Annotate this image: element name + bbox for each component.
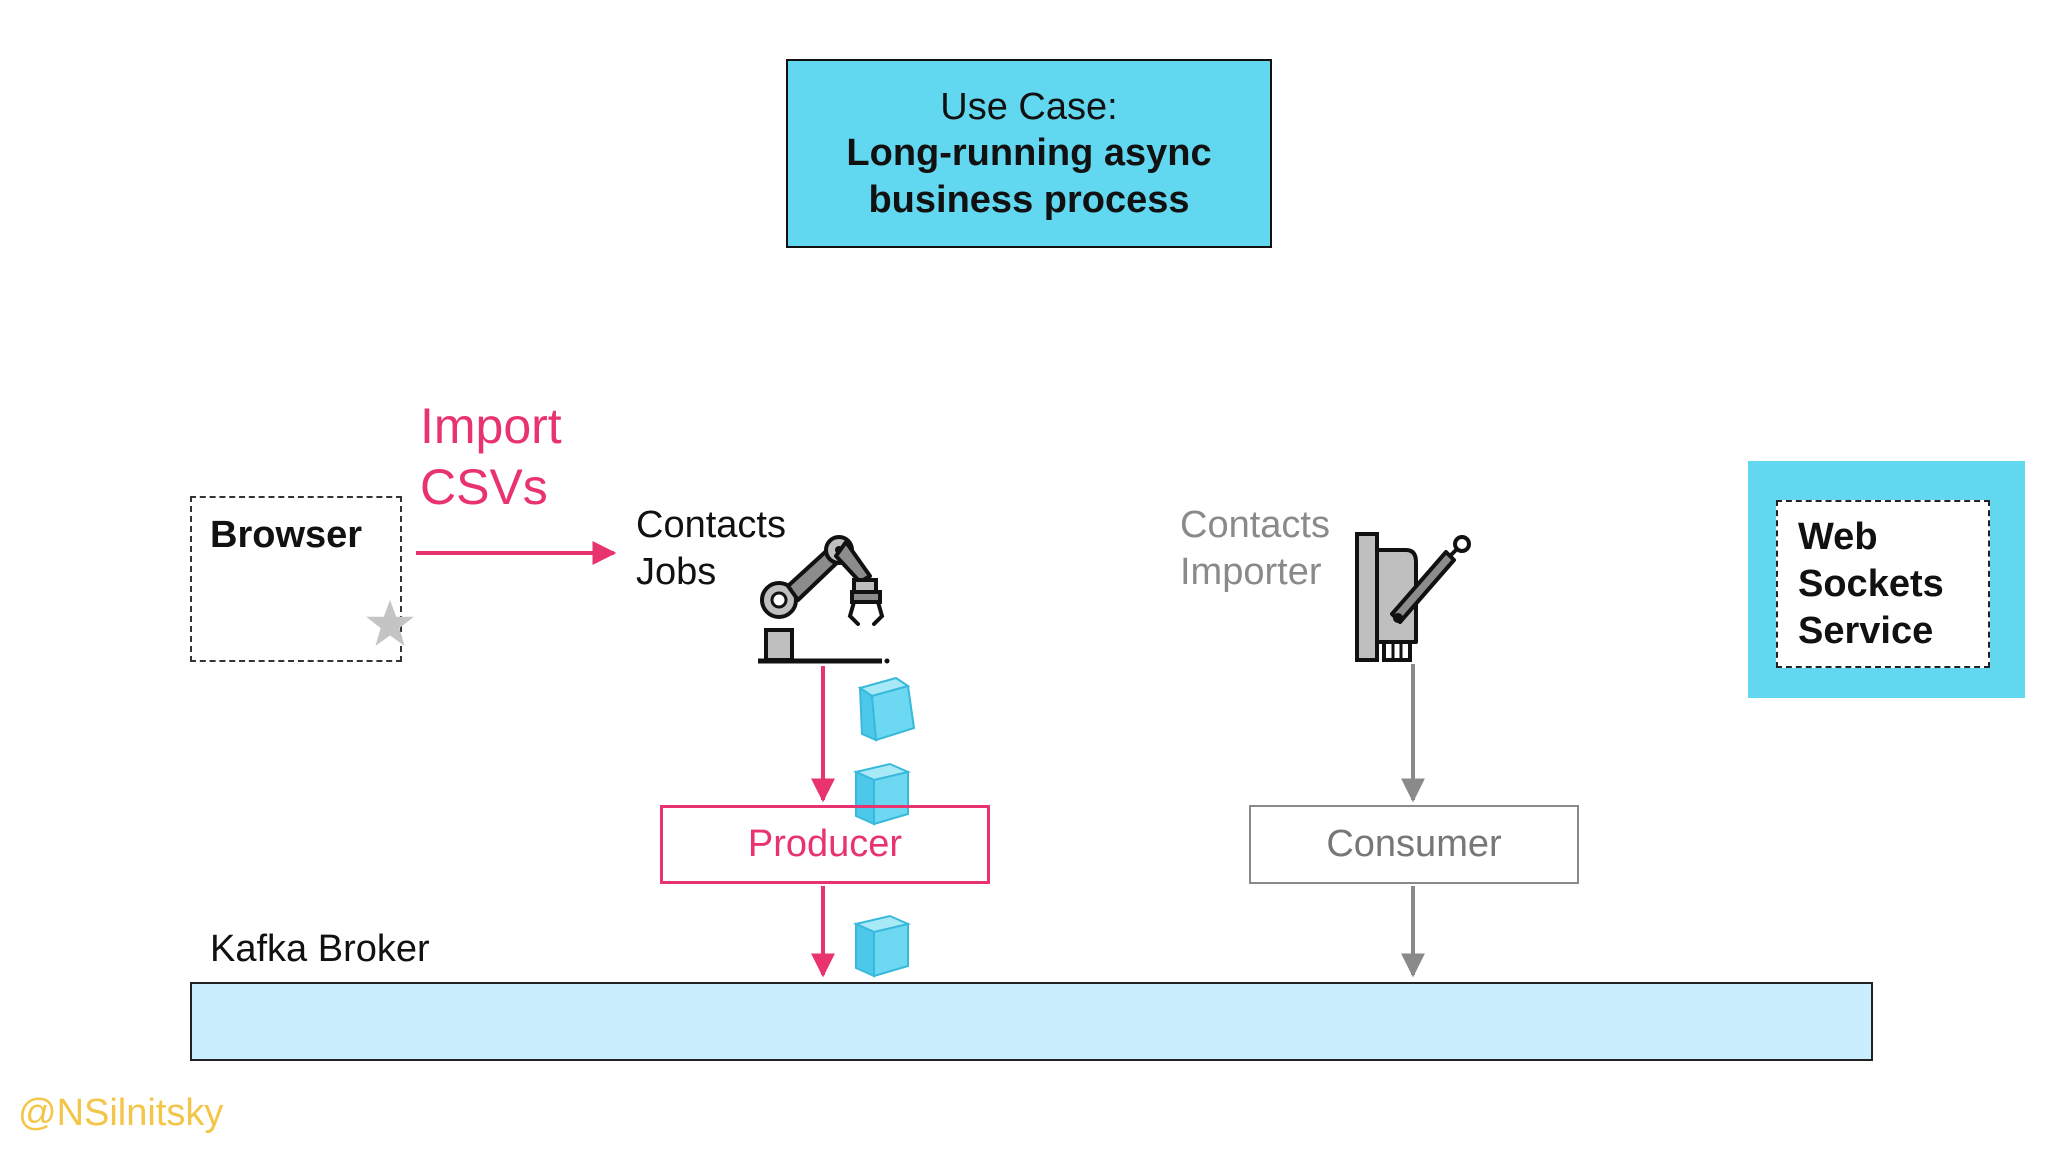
contacts-jobs-line-1: Contacts: [636, 504, 786, 546]
browser-box: [190, 496, 402, 662]
cube-icon: [852, 762, 912, 826]
contacts-importer-line-2: Importer: [1180, 551, 1322, 593]
title-line-3: business process: [868, 178, 1190, 221]
web-sockets-line-2: Sockets: [1798, 563, 1944, 605]
contacts-jobs-line-2: Jobs: [636, 551, 717, 593]
kafka-broker-label: Kafka Broker: [210, 928, 430, 970]
contacts-importer-label: Contacts Importer: [1180, 502, 1380, 596]
producer-box: Producer: [660, 805, 990, 884]
author-handle: @NSilnitsky: [18, 1092, 224, 1134]
import-line-2: CSVs: [420, 459, 548, 515]
web-sockets-line-1: Web: [1798, 516, 1878, 558]
import-line-1: Import: [420, 398, 562, 454]
producer-label: Producer: [747, 823, 903, 865]
robot-arm-icon: [758, 535, 890, 664]
title-line-2: Long-running async: [846, 131, 1212, 174]
web-sockets-line-3: Service: [1798, 610, 1934, 652]
cube-icon: [857, 676, 916, 742]
import-csvs-label: Import CSVs: [420, 396, 660, 518]
machine-icon: [1355, 532, 1471, 662]
contacts-importer-line-1: Contacts: [1180, 504, 1330, 546]
star-icon: [366, 600, 414, 646]
title-line-1: Use Case:: [940, 85, 1118, 128]
consumer-label: Consumer: [1326, 823, 1502, 865]
web-sockets-service-box: [1776, 500, 1990, 668]
kafka-broker-bar: [190, 982, 1873, 1061]
web-sockets-service-label: Web Sockets Service: [1798, 514, 1988, 655]
consumer-box: Consumer: [1249, 805, 1579, 884]
browser-label: Browser: [210, 514, 363, 556]
title-box: Use Case: Long-running async business pr…: [786, 59, 1272, 248]
cube-icon: [852, 914, 912, 978]
contacts-jobs-label: Contacts Jobs: [636, 502, 836, 596]
